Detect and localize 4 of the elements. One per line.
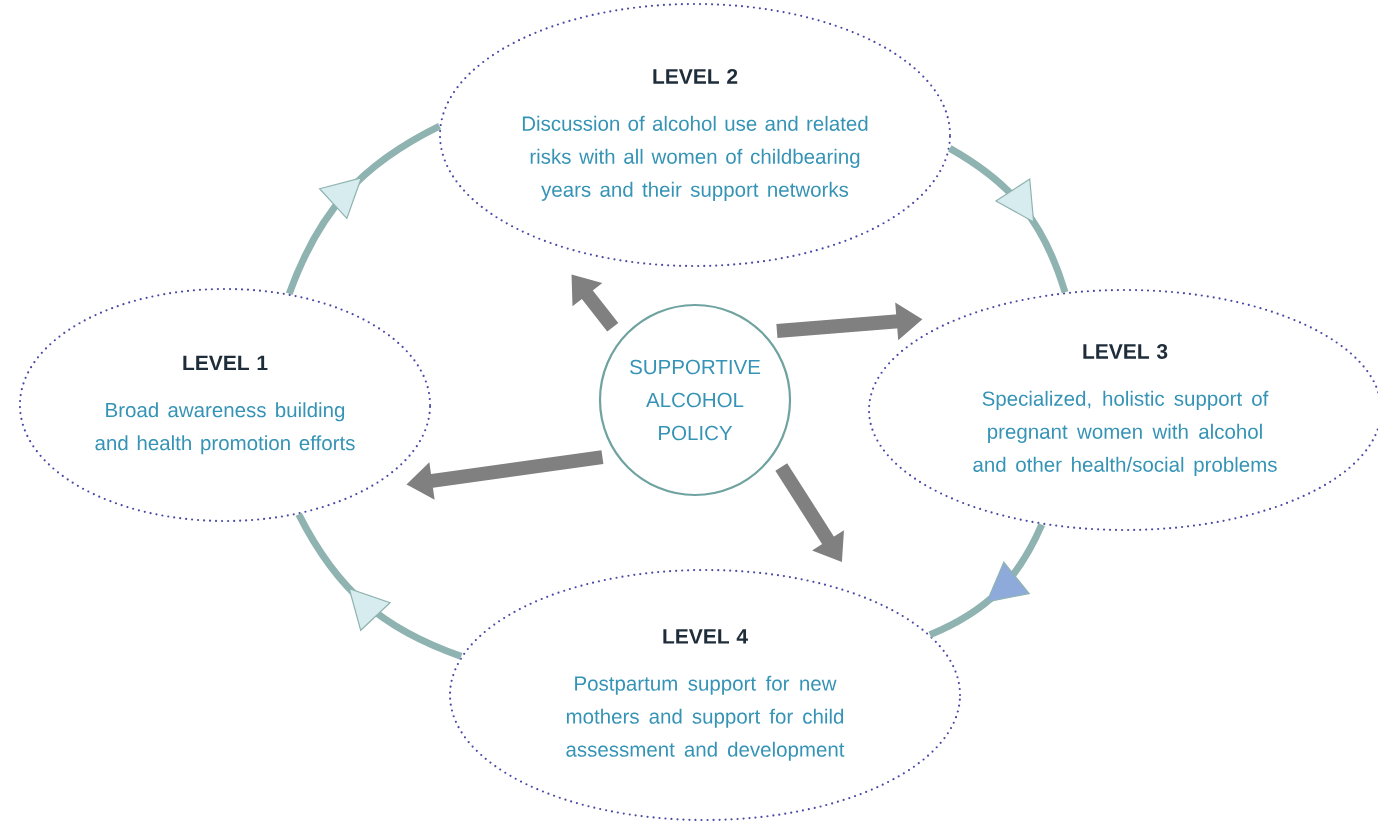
cycle-arrow [928,523,1045,638]
cycle-arrow [285,122,442,295]
cycle-arrow [948,145,1069,294]
cycle-arrow [295,512,463,660]
